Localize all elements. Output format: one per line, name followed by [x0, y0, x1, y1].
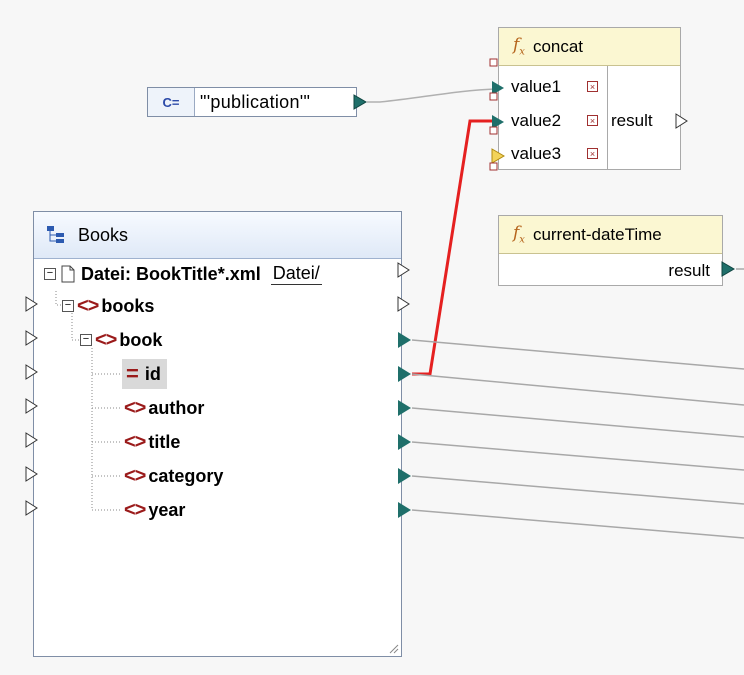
- element-label-category: category: [148, 465, 224, 486]
- add-param-icon: [489, 162, 498, 171]
- element-label-book: book: [119, 329, 163, 350]
- constant-output-connector[interactable]: [353, 94, 367, 110]
- file-row[interactable]: − Datei: BookTitle*.xml Datei/: [44, 259, 322, 289]
- file-button[interactable]: Datei/: [270, 263, 322, 285]
- collapse-icon[interactable]: −: [80, 334, 92, 346]
- output-connector-file: [397, 262, 410, 278]
- value1-input-connector: [492, 81, 504, 95]
- concat-param-value1: value1: [511, 77, 562, 96]
- add-param-icon: [489, 58, 498, 67]
- output-connector-book: [398, 332, 411, 348]
- constant-value[interactable]: "'publication'": [200, 92, 311, 112]
- element-icon: <>: [124, 396, 146, 419]
- element-icon: <>: [95, 328, 117, 351]
- books-title: Books: [78, 224, 129, 245]
- concat-result-connector[interactable]: [675, 113, 689, 129]
- attribute-icon: =: [126, 361, 139, 386]
- tree-item-title[interactable]: <> title: [124, 427, 180, 457]
- function-icon: fx: [513, 35, 525, 58]
- input-connector-year: [25, 500, 38, 516]
- constant-tag: C=: [148, 88, 195, 116]
- value2-input-connector: [492, 115, 504, 129]
- tree-item-category[interactable]: <> category: [124, 461, 223, 491]
- wire-author-out: [411, 407, 744, 438]
- tree-item-year[interactable]: <> year: [124, 495, 185, 525]
- concat-title: concat: [532, 36, 584, 56]
- element-label-books: books: [101, 295, 155, 316]
- wire-book-out: [411, 339, 744, 370]
- schema-icon: [47, 226, 64, 243]
- element-label-year: year: [148, 499, 186, 520]
- concat-param-value3: value3: [511, 144, 562, 163]
- collapse-icon[interactable]: −: [44, 268, 56, 280]
- element-label-title: title: [148, 431, 181, 452]
- add-param-icon: [489, 126, 498, 135]
- document-icon: [61, 265, 75, 283]
- collapse-icon[interactable]: −: [62, 300, 74, 312]
- element-label-author: author: [148, 397, 205, 418]
- input-connector-author: [25, 398, 38, 414]
- output-connector-year: [398, 502, 411, 518]
- function-icon: fx: [513, 223, 525, 246]
- element-icon: <>: [124, 464, 146, 487]
- element-icon: <>: [77, 294, 99, 317]
- books-component[interactable]: Books − Datei: BookTitle*.xml Datei/ − <…: [33, 211, 402, 657]
- value3-input-connector: [491, 148, 505, 164]
- output-connector-category: [398, 468, 411, 484]
- output-connector-books: [397, 296, 410, 312]
- wire-constant-to-value1: [367, 88, 497, 103]
- tree-item-books[interactable]: − <> books: [62, 291, 154, 321]
- concat-header[interactable]: fx concat: [499, 28, 680, 66]
- books-input-connectors[interactable]: [25, 290, 39, 530]
- books-output-connectors[interactable]: [396, 262, 414, 522]
- concat-input-connectors[interactable]: [488, 57, 512, 177]
- output-connector-title: [398, 434, 411, 450]
- wire-id-to-value2: [412, 119, 494, 376]
- tree-lines: [55, 291, 122, 511]
- current-datetime-function[interactable]: fx current-dateTime result: [498, 215, 723, 286]
- input-connector-category: [25, 466, 38, 482]
- remove-param-icon[interactable]: ×: [587, 148, 598, 159]
- remove-param-icon[interactable]: ×: [587, 115, 598, 126]
- file-label: Datei: BookTitle*.xml: [81, 263, 261, 284]
- wire-year-out: [411, 509, 744, 539]
- wire-title-out: [411, 441, 744, 471]
- tree-item-book[interactable]: − <> book: [80, 325, 162, 355]
- input-connector-id: [25, 364, 38, 380]
- concat-param-value2: value2: [511, 111, 562, 130]
- input-connector-books: [25, 296, 38, 312]
- current-datetime-result-label: result: [668, 261, 710, 280]
- remove-param-icon[interactable]: ×: [587, 81, 598, 92]
- input-connector-book: [25, 330, 38, 346]
- output-connector-author: [398, 400, 411, 416]
- attribute-label-id: id: [144, 363, 161, 384]
- output-connector-id: [398, 366, 411, 382]
- add-param-icon: [489, 92, 498, 101]
- tree-item-id[interactable]: = id: [122, 359, 167, 389]
- element-icon: <>: [124, 498, 146, 521]
- books-header[interactable]: Books: [34, 212, 401, 259]
- input-connector-title: [25, 432, 38, 448]
- resize-grip-icon[interactable]: [387, 642, 399, 654]
- constant-component[interactable]: C= "'publication'": [147, 87, 357, 117]
- concat-function[interactable]: fx concat value1 value2 value3 × × × res…: [498, 27, 681, 170]
- wire-id-out: [411, 373, 744, 406]
- element-icon: <>: [124, 430, 146, 453]
- concat-param-column: [499, 66, 608, 170]
- tree-item-author[interactable]: <> author: [124, 393, 204, 423]
- current-datetime-header[interactable]: fx current-dateTime: [499, 216, 722, 254]
- current-datetime-title: current-dateTime: [532, 224, 662, 244]
- current-datetime-result-connector[interactable]: [721, 261, 737, 277]
- concat-result-label: result: [611, 111, 653, 130]
- wire-category-out: [411, 475, 744, 505]
